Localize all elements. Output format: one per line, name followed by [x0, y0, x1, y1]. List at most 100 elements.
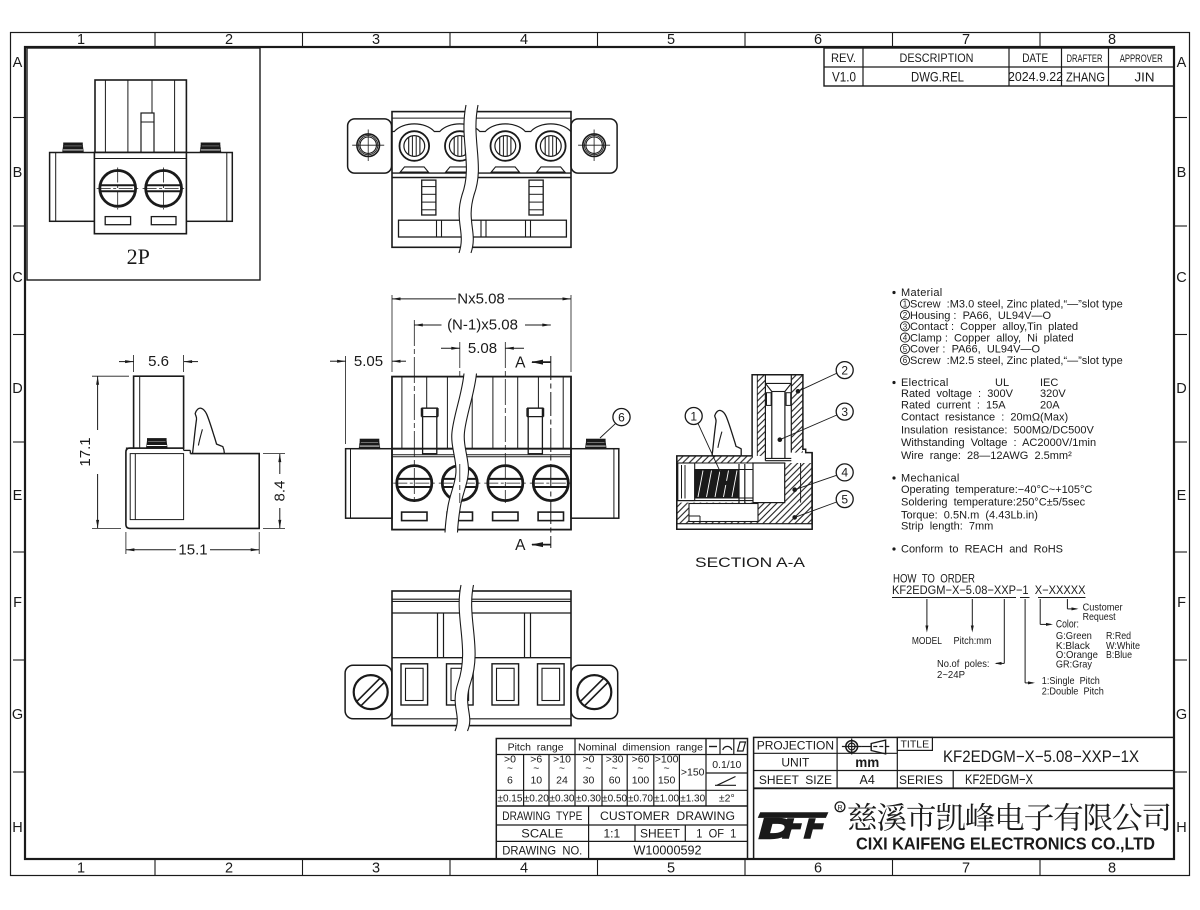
svg-text:A: A [1177, 55, 1187, 71]
svg-text:K:Black: K:Black [1056, 640, 1091, 652]
svg-text:PROJECTION: PROJECTION [757, 739, 834, 753]
svg-text:Clamp : Copper alloy, Ni p: Clamp : Copper alloy, Ni plated [910, 332, 1074, 344]
svg-text:V1.0: V1.0 [832, 70, 856, 85]
svg-text:DWG.REL: DWG.REL [911, 70, 964, 85]
svg-text:Pitch:mm: Pitch:mm [954, 635, 992, 647]
svg-text:No.of poles:: No.of poles: [937, 658, 990, 670]
svg-text:O:Orange: O:Orange [1056, 649, 1098, 661]
svg-text:GR:Gray: GR:Gray [1056, 659, 1093, 671]
svg-text:±0.70: ±0.70 [628, 794, 653, 805]
svg-text:~: ~ [664, 763, 670, 775]
svg-text:H: H [12, 820, 22, 836]
svg-text:5.6: 5.6 [148, 353, 169, 370]
svg-text:1: 1 [690, 409, 697, 423]
svg-text:F: F [13, 595, 22, 611]
svg-text:1: 1 [903, 300, 908, 309]
svg-text:SERIES: SERIES [899, 773, 943, 787]
svg-text:KF2EDGM−X−5.08−XXP−1X: KF2EDGM−X−5.08−XXP−1X [943, 748, 1139, 766]
svg-text:>0: >0 [504, 754, 516, 766]
svg-text:Customer: Customer [1083, 602, 1123, 614]
svg-text:KF2EDGM−X: KF2EDGM−X [965, 771, 1034, 787]
svg-text:2: 2 [225, 32, 233, 48]
svg-text:5.05: 5.05 [354, 353, 383, 370]
svg-text:A: A [515, 355, 526, 372]
svg-text:Insulation resistance: 500MΩ: Insulation resistance: 500MΩ/DC500V [901, 425, 1095, 437]
svg-text:B:Blue: B:Blue [1106, 649, 1132, 661]
svg-text:>6: >6 [530, 754, 542, 766]
svg-text:UL: UL [995, 377, 1009, 389]
svg-text:DATE: DATE [1022, 51, 1048, 65]
svg-text:4: 4 [520, 861, 528, 877]
svg-text:Wire range: 28—12AWG 2.5mm²: Wire range: 28—12AWG 2.5mm² [901, 450, 1072, 462]
svg-text:F: F [1177, 595, 1186, 611]
svg-text:D: D [12, 381, 22, 397]
svg-text:DRAFTER: DRAFTER [1067, 53, 1103, 65]
svg-text:±0.20: ±0.20 [524, 794, 549, 805]
svg-text:5: 5 [841, 492, 848, 506]
svg-text:320V: 320V [1040, 388, 1066, 400]
svg-text:20A: 20A [1040, 400, 1060, 412]
svg-text:Nominal dimension range: Nominal dimension range [578, 742, 703, 754]
svg-text:1:Single Pitch: 1:Single Pitch [1042, 675, 1100, 687]
svg-text:APPROVER: APPROVER [1120, 53, 1163, 65]
svg-text:~: ~ [507, 763, 513, 775]
svg-text:>100: >100 [655, 754, 679, 766]
svg-text:1:1: 1:1 [603, 826, 620, 840]
svg-text:24: 24 [556, 775, 568, 787]
svg-text:±0.30: ±0.30 [550, 794, 575, 805]
svg-text:MODEL: MODEL [912, 635, 942, 647]
svg-text:A: A [13, 55, 23, 71]
svg-text:6: 6 [507, 775, 513, 787]
svg-text:DRAWING NO.: DRAWING NO. [502, 843, 582, 857]
svg-text:150: 150 [658, 775, 676, 787]
svg-text:2: 2 [903, 311, 908, 320]
svg-text:DRAWING TYPE: DRAWING TYPE [502, 809, 582, 823]
svg-text:SCALE: SCALE [521, 826, 563, 840]
svg-text:5: 5 [667, 32, 675, 48]
svg-text:Torque: 0.5N.m (4.43Lb.in): Torque: 0.5N.m (4.43Lb.in) [901, 510, 1038, 522]
svg-text:Screw :M2.5 steel, Zinc plate: Screw :M2.5 steel, Zinc plated,“—”slot t… [910, 355, 1123, 367]
svg-text:Contact : Copper alloy,Tin: Contact : Copper alloy,Tin plated [910, 321, 1078, 333]
svg-text:±0.15: ±0.15 [497, 794, 522, 805]
svg-text:D: D [1176, 381, 1186, 397]
svg-text:1 OF 1: 1 OF 1 [696, 828, 736, 840]
svg-text:±0.50: ±0.50 [602, 794, 627, 805]
svg-text:0.1/10: 0.1/10 [712, 759, 741, 771]
svg-text:4: 4 [841, 466, 848, 480]
svg-text:Pitch range: Pitch range [508, 742, 564, 754]
svg-text:Electrical: Electrical [901, 377, 949, 389]
svg-text:1: 1 [77, 32, 85, 48]
svg-text:2024.9.22: 2024.9.22 [1008, 70, 1063, 84]
svg-text:B: B [1177, 165, 1187, 181]
svg-text:3: 3 [841, 405, 848, 419]
svg-text:±0.30: ±0.30 [576, 794, 601, 805]
svg-text:5: 5 [903, 345, 908, 354]
svg-text:ZHANG: ZHANG [1066, 70, 1105, 85]
svg-text:Withstanding Voltage : AC20: Withstanding Voltage : AC2000V/1min [901, 437, 1096, 449]
svg-text:Operating temperature:−40°C~+: Operating temperature:−40°C~+105°C [901, 484, 1092, 496]
svg-text:>30: >30 [606, 754, 624, 766]
svg-text:UNIT: UNIT [781, 756, 810, 770]
svg-text:Screw :M3.0 steel, Zinc plate: Screw :M3.0 steel, Zinc plated,“—”slot t… [910, 299, 1123, 311]
svg-text:6: 6 [814, 32, 822, 48]
svg-text:A: A [515, 537, 526, 554]
svg-text:DESCRIPTION: DESCRIPTION [900, 51, 974, 65]
svg-text:Strip length: 7mm: Strip length: 7mm [901, 521, 993, 533]
svg-text:E: E [13, 488, 23, 504]
svg-text:SHEET: SHEET [640, 826, 681, 840]
svg-text:R: R [837, 805, 842, 812]
svg-text:G:Green: G:Green [1056, 630, 1092, 642]
svg-text:Rated current : 15A: Rated current : 15A [901, 400, 1006, 412]
svg-text:15.1: 15.1 [178, 541, 207, 558]
svg-text:10: 10 [530, 775, 542, 787]
svg-text:~: ~ [612, 763, 618, 775]
svg-text:G: G [1176, 707, 1187, 723]
svg-text:Conform to REACH and RoHS: Conform to REACH and RoHS [901, 544, 1063, 556]
svg-text:6: 6 [618, 411, 625, 425]
svg-text:60: 60 [609, 775, 621, 787]
svg-text:REV.: REV. [831, 51, 856, 65]
svg-text:2:Double Pitch: 2:Double Pitch [1042, 686, 1104, 698]
svg-text:SHEET SIZE: SHEET SIZE [759, 773, 832, 787]
svg-text:3: 3 [903, 322, 908, 331]
svg-text:Cover : PA66, UL94V—O: Cover : PA66, UL94V—O [910, 344, 1040, 356]
